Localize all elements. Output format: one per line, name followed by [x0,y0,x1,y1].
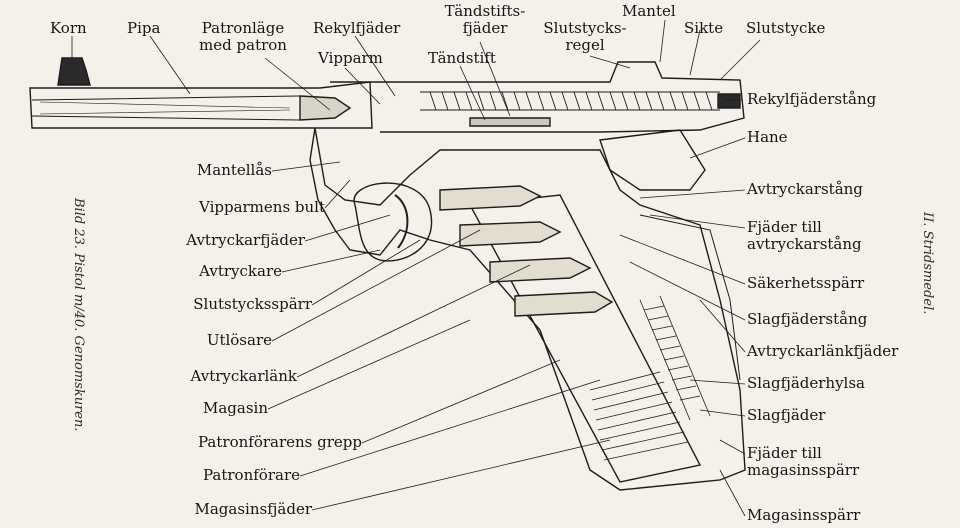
recoil-spring [420,91,720,111]
label-vipparmens-bult: Vipparmens bult [199,198,325,216]
magazine-spring [589,371,689,461]
label-magasinsparr: Magasinsspärr [747,506,861,524]
label-avtryckarlank: Avtryckarlänk [190,367,297,385]
label-slutstycke: Slutstycke [746,19,826,37]
label-tandstiftsfjader: Tändstifts- fjäder [444,2,526,37]
trigger [394,194,409,249]
label-pipa: Pipa [127,19,161,37]
chambered-cartridge [299,95,352,121]
label-slutstycksparr: Slutstycksspärr [193,295,312,313]
label-mantellas: Mantellås [196,161,272,179]
barrel-rifling [39,101,291,115]
grip-panel [639,214,741,381]
slide [330,61,745,133]
label-rekylfjader: Rekylfjäder [313,19,401,37]
frame [309,127,746,491]
label-sikte: Sikte [684,19,724,37]
mainspring [639,295,711,421]
chapter-heading: II. Stridsmedel. [920,212,935,315]
label-patronforarens-grepp: Patronförarens grepp [198,433,362,451]
figure-caption: Bild 23. Pistol m/40. Genomskuren. [71,198,86,432]
label-utlosare: Utlösare [206,331,272,349]
barrel [29,81,373,129]
barrel-bore [31,95,301,121]
label-patronforare: Patronförare [203,466,300,484]
hammer [599,129,706,191]
label-rekylfjaderstang: Rekylfjäderstång [747,90,877,108]
label-slutstycksregel: Slutstycks- regel [543,19,627,54]
label-patronlage: Patronläge med patron [199,19,287,54]
label-hane: Hane [747,128,788,146]
front-sight [57,57,91,86]
pistol-outline [29,57,746,491]
label-fjader-magasinsparr: Fjäder till magasinsspärr [747,444,860,479]
label-avtryckarfjader: Avtryckarfjäder [186,231,305,249]
label-fjader-avtryckarstang: Fjäder till avtryckarstång [747,218,862,253]
label-korn: Korn [50,19,87,37]
label-magasinsfjader: Magasinsfjäder [194,500,313,518]
label-slagfjader: Slagfjäder [747,406,826,424]
label-slagfjaderstang: Slagfjäderstång [747,310,868,328]
recoil-spring-guide [717,93,741,109]
leader-lines [71,19,761,517]
label-sakerhetsparr: Säkerhetsspärr [747,274,865,292]
label-avtryckarlankfjader: Avtryckarlänkfjäder [747,342,899,360]
label-avtryckare: Avtryckare [199,262,282,280]
label-vipparm: Vipparm [318,49,383,67]
magazine-cartridges [439,185,614,317]
label-mantel: Mantel [622,2,676,20]
trigger-guard [353,182,433,262]
label-magasin: Magasin [202,399,268,417]
label-slagfjaderhylsa: Slagfjäderhylsa [747,374,865,392]
label-tandstift: Tändstift [428,49,496,67]
label-avtryckarstang: Avtryckarstång [747,180,863,198]
firing-pin [469,117,551,127]
